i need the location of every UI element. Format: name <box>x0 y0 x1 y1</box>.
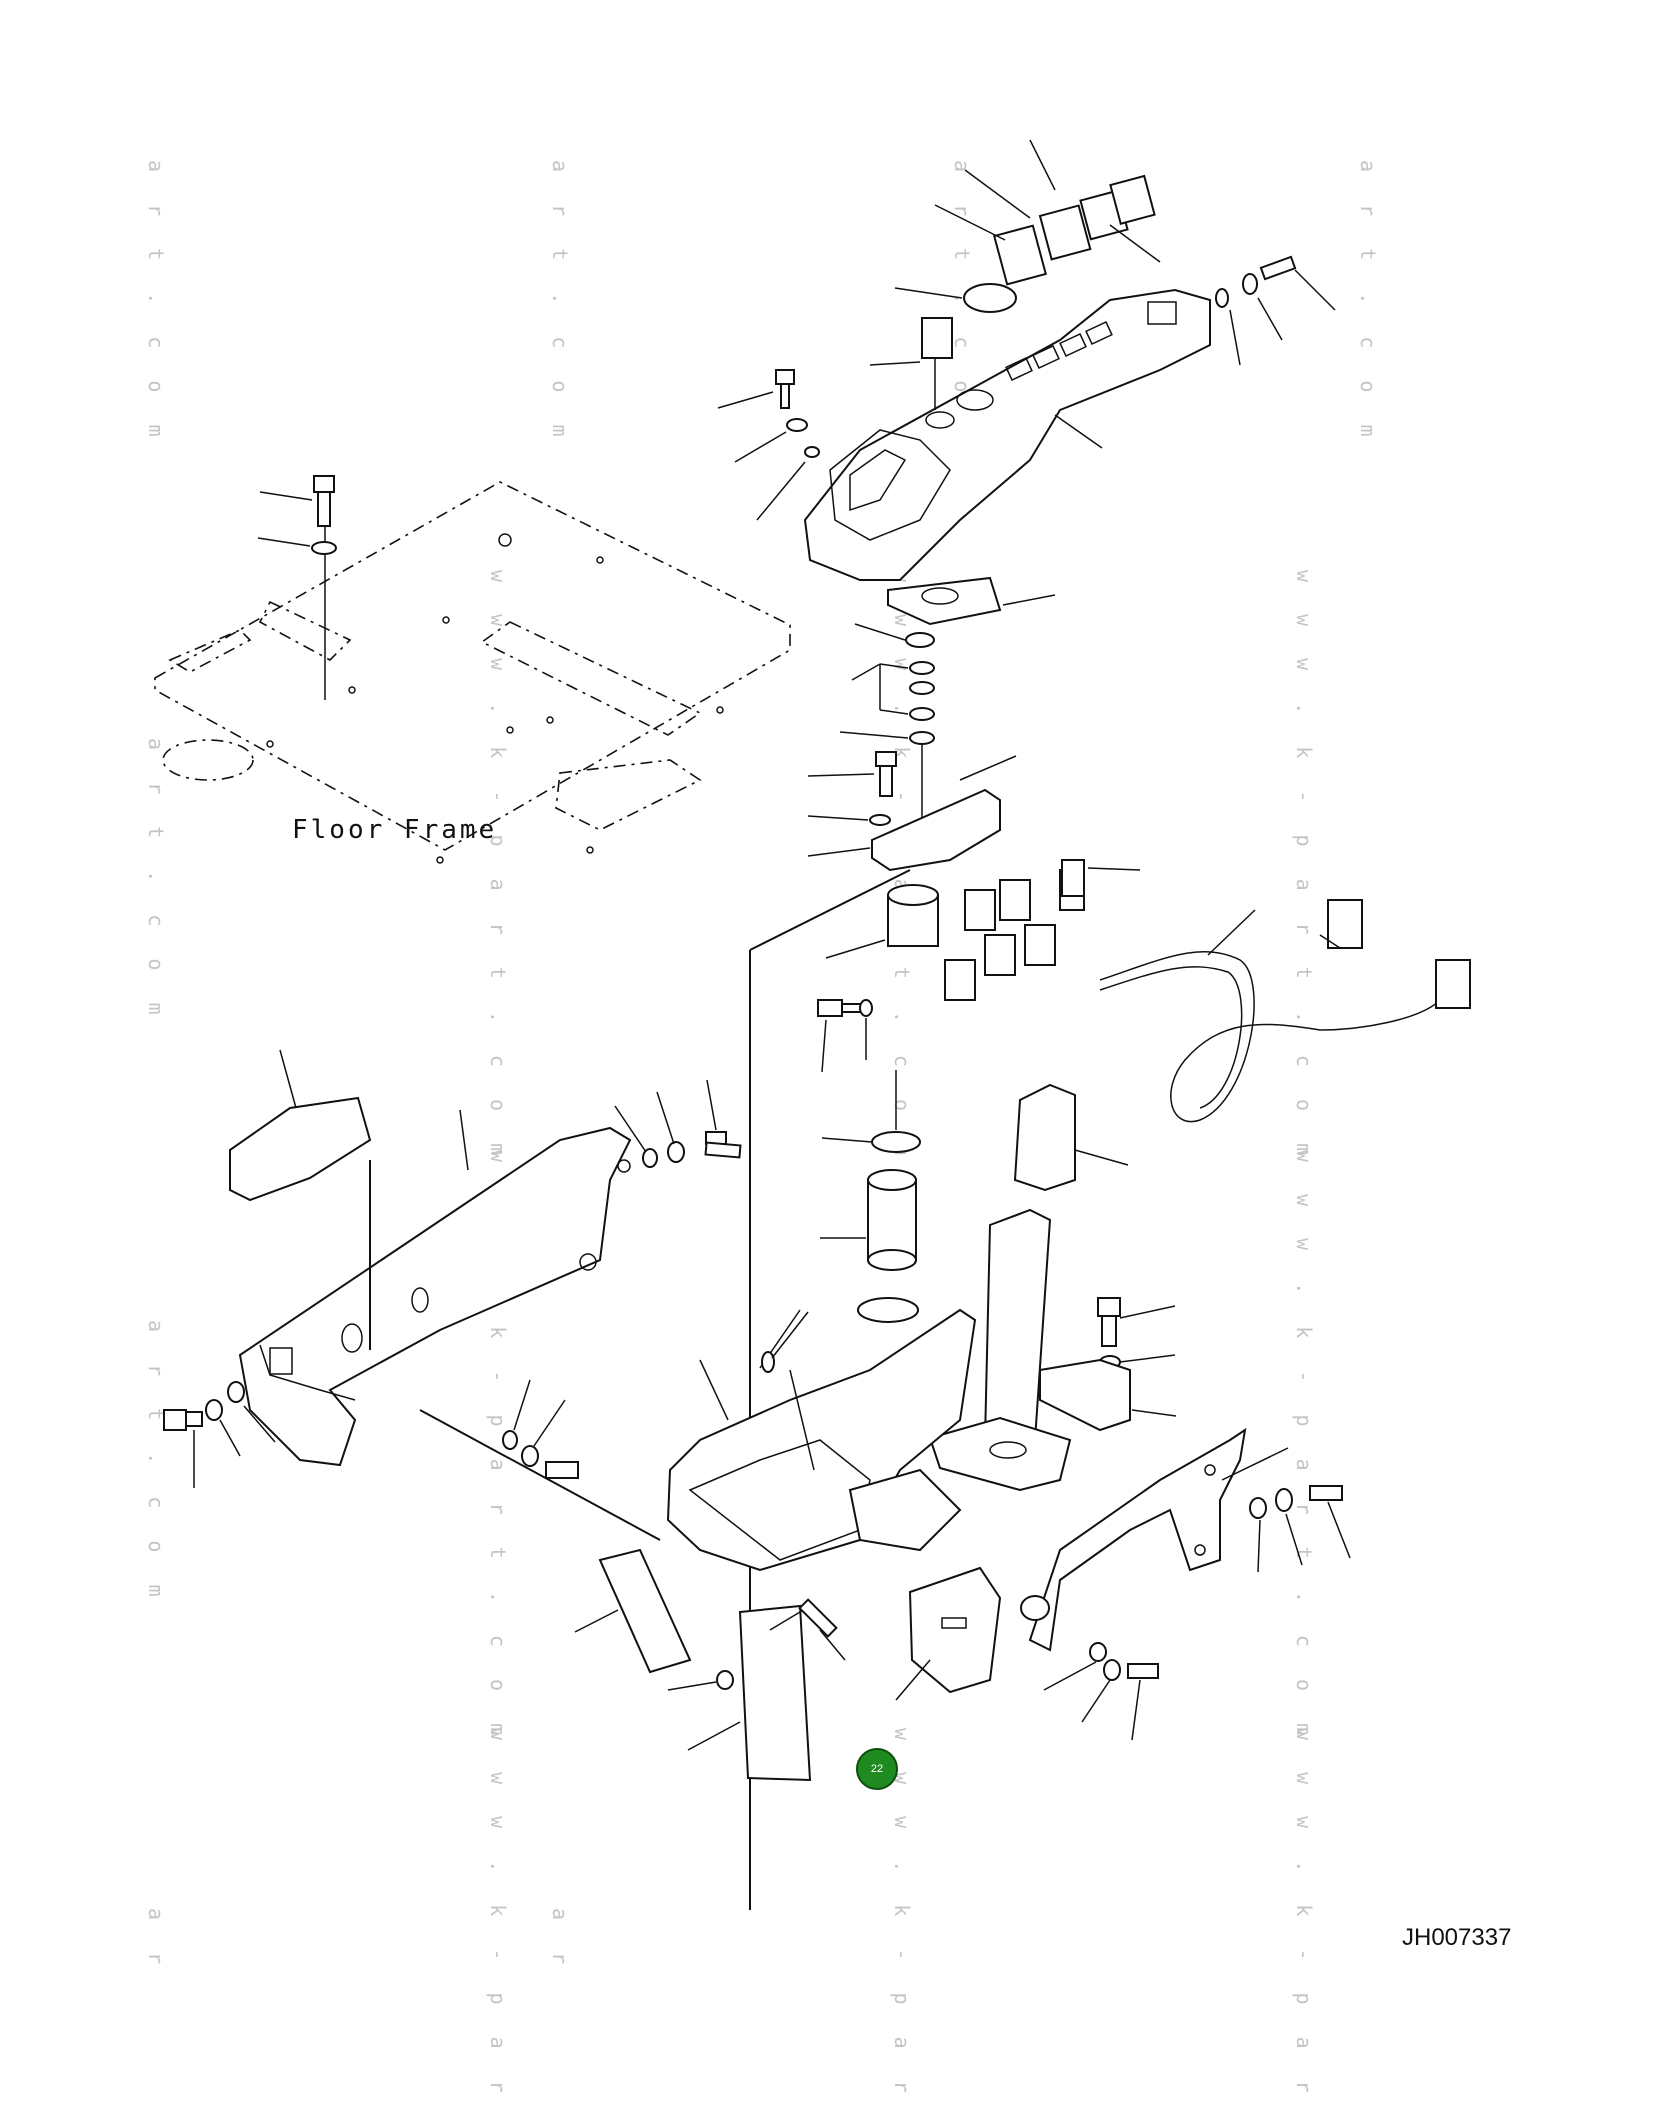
wiring-harness <box>944 859 1471 1123</box>
left-flap <box>229 1049 372 1202</box>
floor-bolt <box>257 475 337 555</box>
switch-bracket <box>807 751 1017 872</box>
right-screws <box>1054 255 1336 449</box>
floor-frame-label: Floor Frame <box>292 815 498 845</box>
lever-post <box>928 1208 1072 1492</box>
drawing-code: JH007337 <box>1402 1924 1512 1951</box>
gasket-plate <box>887 576 1056 626</box>
ring-stack <box>839 623 935 830</box>
left-side-cover <box>238 1109 632 1467</box>
floor-frame <box>154 481 791 864</box>
cover-screws <box>717 369 820 521</box>
console-frame <box>666 1308 977 1572</box>
cap-part <box>894 283 1017 313</box>
console-cover <box>803 288 1211 581</box>
sleeve-cover <box>1013 1083 1129 1192</box>
top-switches <box>934 139 1161 286</box>
page-number-badge[interactable]: 22 <box>856 1748 898 1790</box>
right-side-cover <box>1020 1427 1351 1741</box>
small-bolts <box>817 999 873 1073</box>
key-switch <box>869 317 953 410</box>
front-plates <box>574 1548 1002 1782</box>
lower-left-bolts <box>163 1381 276 1488</box>
upper-left-bolts <box>614 1079 742 1168</box>
boot-tube <box>820 1070 921 1323</box>
center-bolts <box>419 1311 809 1541</box>
right-bolt-set <box>1039 1297 1177 1432</box>
